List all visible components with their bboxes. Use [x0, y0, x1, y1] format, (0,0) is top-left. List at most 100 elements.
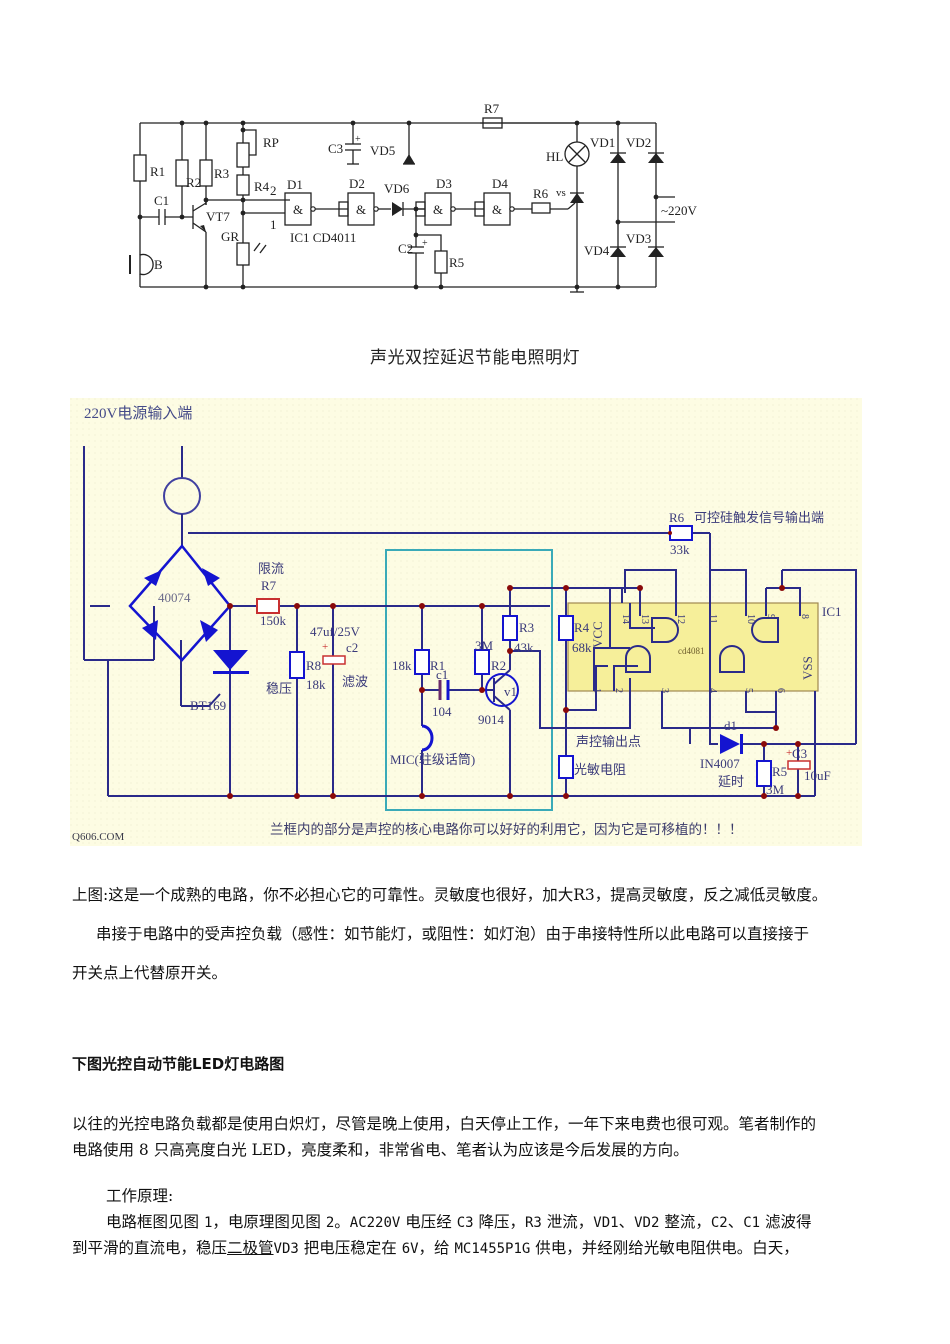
label-r8: R8 — [306, 658, 321, 673]
label-r1: R1 — [150, 164, 165, 179]
label-r3-value: 43k — [514, 640, 534, 655]
label-r2-value: 3M — [475, 638, 494, 653]
diode-link[interactable]: 二极管 — [227, 1239, 274, 1257]
core-circuit-frame — [385, 549, 553, 811]
label-c2: c2 — [346, 640, 358, 655]
label-ldr: 光敏电阻 — [574, 762, 626, 777]
r7-resistor — [256, 598, 280, 614]
text-run: 、 — [618, 1213, 635, 1231]
label-transistor-value: 9014 — [478, 712, 505, 727]
label-d1: d1 — [724, 718, 737, 733]
label-pin1: 1 — [270, 217, 277, 232]
label-vt7: VT7 — [206, 209, 230, 224]
paragraph-intro-line2: 电路使用 8 只高亮度白光 LED，亮度柔和，非常省电、笔者认为应该是今后发展的… — [72, 1141, 689, 1159]
label-vss: VSS — [800, 656, 815, 680]
paragraph-series-load-cont: 开关点上代替原开关。 — [72, 964, 228, 982]
ic-pin-label: 6 — [775, 688, 786, 693]
label-d3: D3 — [436, 176, 452, 191]
bridge-diode-1 — [144, 570, 162, 586]
label-r2: R2 — [186, 175, 201, 190]
text-run: 供电，并经刚给光敏电阻供电。白天， — [530, 1239, 799, 1257]
label-d2: D2 — [349, 176, 365, 191]
figure-1-caption: 声光双控延迟节能电照明灯 — [370, 348, 580, 368]
bridge-diode-3 — [142, 620, 158, 640]
label-limit: 限流 — [258, 561, 284, 576]
paragraph-intro-line1: 以往的光控电路负载都是使用白炽灯，尽管是晚上使用，白天停止工作，一年下来电费也很… — [72, 1115, 817, 1133]
scr-bt169-bar — [213, 671, 249, 674]
ic-pin-label: 8 — [799, 614, 810, 619]
label-r6-value: 33k — [670, 542, 690, 557]
label-ac-220v: ~220V — [661, 203, 698, 218]
label-d1-value: IN4007 — [700, 756, 740, 771]
label-d4: D4 — [492, 176, 508, 191]
transistor-9014 — [485, 673, 519, 707]
figure-2-schematic: 220V电源输入端 40074 BT169 限流 R7 150k R8 18k … — [70, 398, 862, 846]
label-filter: 滤波 — [342, 674, 368, 689]
bridge-diode-4 — [200, 620, 218, 642]
watermark: Q606.COM — [72, 831, 124, 843]
r4-resistor — [558, 615, 574, 641]
label-transistor: v1 — [504, 684, 517, 699]
ic-pin-label: 4 — [707, 688, 718, 693]
label-pin2: 2 — [270, 183, 277, 198]
label-vd2: VD2 — [626, 135, 651, 150]
label-c1-value: 104 — [432, 704, 452, 719]
r5-resistor — [756, 760, 772, 787]
label-vd1: VD1 — [590, 135, 615, 150]
label-r6: R6 — [533, 186, 549, 201]
label-vs: vs — [556, 187, 566, 199]
label-delay: 延时 — [718, 774, 744, 789]
r8-resistor — [289, 651, 305, 679]
ic-pin-label: 12 — [675, 614, 686, 624]
r1-resistor — [414, 649, 430, 675]
label-r4-value: 68k — [572, 640, 592, 655]
label-d1: D1 — [287, 177, 303, 192]
text-run: 。 — [334, 1213, 350, 1231]
figure-1-schematic: R1 R2 R3 R4 RP GR C1 VT7 B C3 + VD5 D1 D… — [120, 95, 740, 305]
sound-control-core-schematic: 220V电源输入端 40074 BT169 限流 R7 150k R8 18k … — [70, 398, 862, 846]
ic-pin-label: 5 — [743, 688, 754, 693]
ic-pin-label: 1 — [591, 688, 602, 693]
label-r1-value: 18k — [392, 658, 412, 673]
mic-icon — [421, 724, 434, 752]
ic-pin-label: 13 — [639, 614, 650, 624]
ldr-resistor — [558, 755, 574, 779]
paragraph-series-load: 串接于电路中的受声控负载（感性：如节能灯，或阻性：如灯泡）由于串接特性所以此电路… — [96, 925, 810, 943]
text-run: C2 — [710, 1215, 728, 1231]
ic-pin-label: 3 — [659, 688, 670, 693]
ic-pin-label: 9 — [765, 614, 776, 619]
label-hl: HL — [546, 149, 563, 164]
label-vd4: VD4 — [584, 243, 610, 258]
label-r5: R5 — [449, 255, 464, 270]
gate-d2-symbol: & — [356, 202, 366, 217]
section-heading-led-circuit: 下图光控自动节能LED灯电路图 — [72, 1055, 285, 1073]
label-c3: C3 — [328, 141, 343, 156]
label-bridge: 40074 — [158, 590, 191, 605]
bridge-diode-2 — [202, 568, 220, 586]
label-c3-value: 10uF — [804, 768, 831, 783]
c2-capacitor — [322, 655, 346, 665]
label-r7-value: 150k — [260, 613, 287, 628]
c3-capacitor — [787, 760, 811, 770]
text-run: C1 — [743, 1215, 761, 1231]
text-run: 滤波得 — [760, 1213, 812, 1231]
ic-pin-label: 11 — [707, 614, 718, 624]
text-run: 到平滑的直流电，稳压 — [72, 1239, 228, 1257]
text-run: AC220V — [349, 1215, 401, 1231]
text-run: 整流， — [659, 1213, 711, 1231]
label-core-note: 兰框内的部分是声控的核心电路你可以好好的利用它，因为它是可移植的！！！ — [270, 821, 743, 837]
text-run: VD3 — [273, 1241, 299, 1257]
ic-pin-label: 2 — [613, 688, 624, 693]
label-r6: R6 — [669, 510, 685, 525]
label-ic1: IC1 CD4011 — [290, 230, 356, 245]
text-run: 降压， — [473, 1213, 525, 1231]
label-r4: R4 — [574, 620, 590, 635]
label-sound-output: 声控输出点 — [576, 734, 641, 749]
label-c1: c1 — [436, 667, 448, 682]
label-vd5: VD5 — [370, 143, 395, 158]
text-run: 电压经 — [400, 1213, 457, 1231]
text-run: R3 — [525, 1215, 542, 1231]
text-run: VD2 — [634, 1215, 660, 1231]
label-scr: BT169 — [190, 698, 226, 713]
label-r7: R7 — [484, 101, 500, 116]
